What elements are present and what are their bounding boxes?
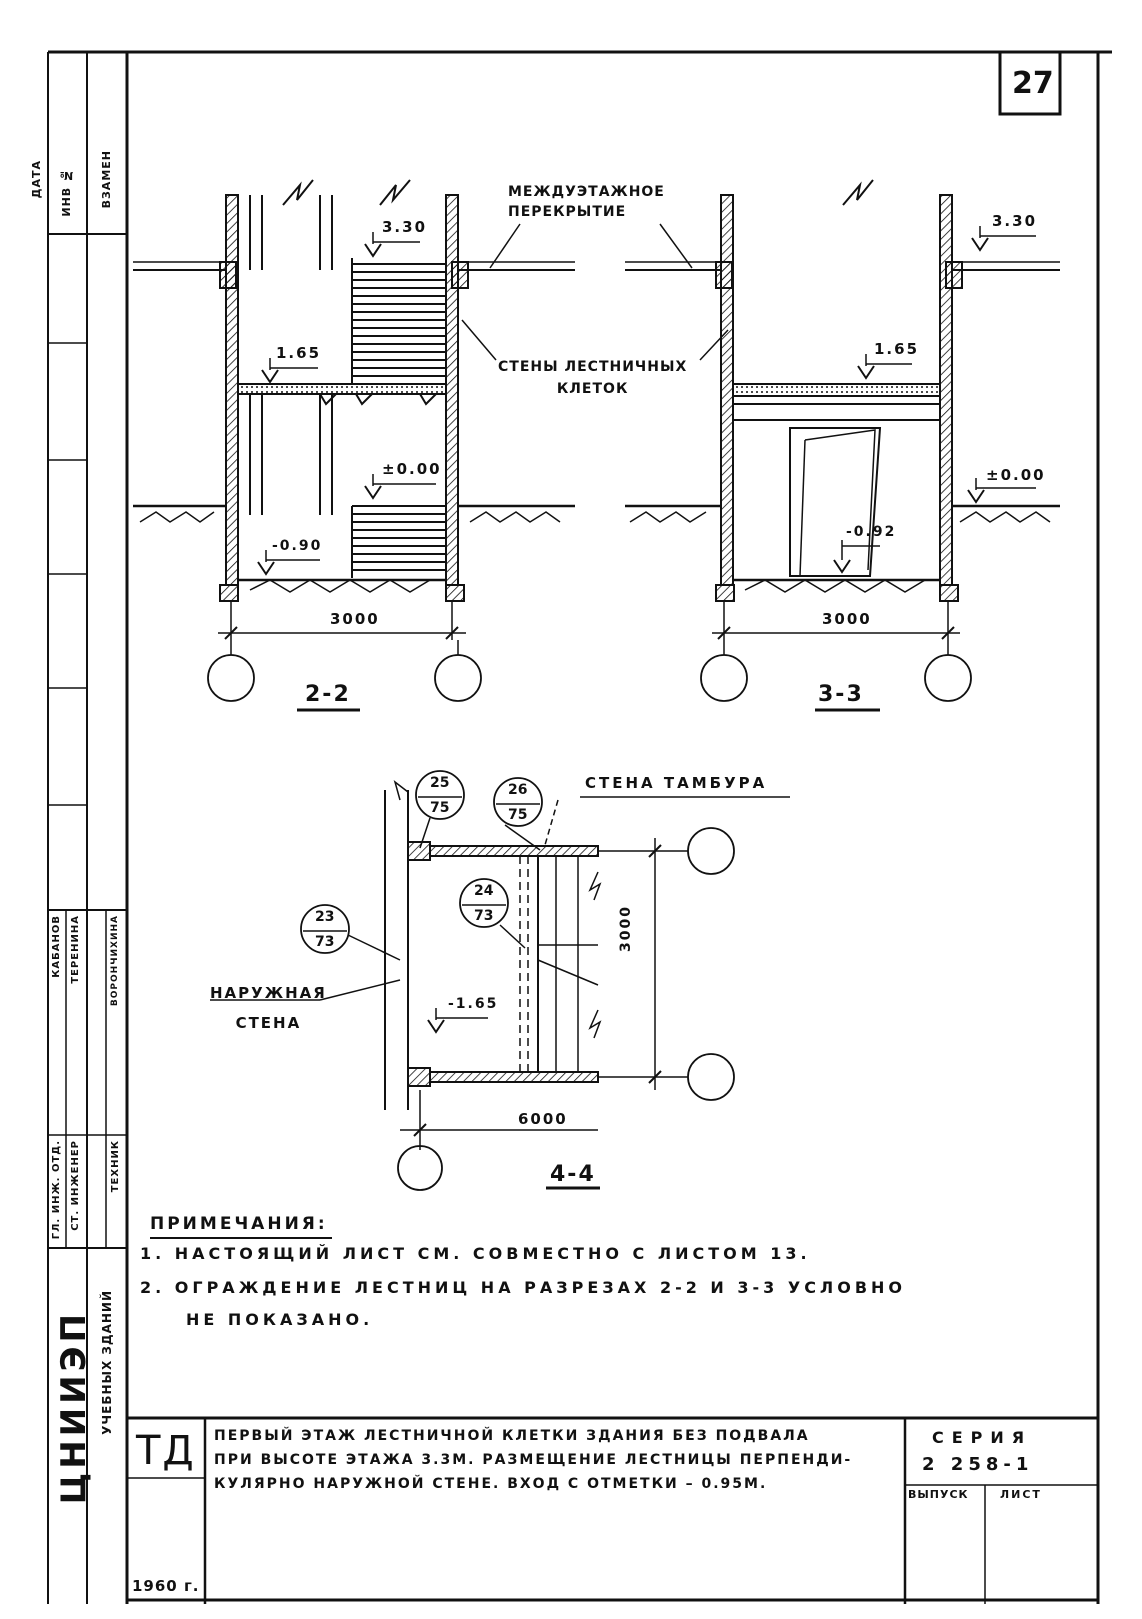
callout-outer-wall: НАРУЖНАЯ СТЕНА [210,984,327,1032]
title-block-description-line-1: ПЕРВЫЙ ЭТАЖ ЛЕСТНИЧНОЙ КЛЕТКИ ЗДАНИЯ БЕЗ… [214,1428,810,1444]
sheet-frame [47,50,1112,1604]
section-2-2-level-mid: 1.65 [276,344,322,362]
title-block-year: 1960 г. [132,1577,200,1595]
title-block-issue-label: ВЫПУСК [908,1488,969,1501]
stamp-name-senior-engineer: ТЕРЕНИНА [70,915,81,984]
title-block-description-line-2: ПРИ ВЫСОТЕ ЭТАЖА 3.3М. РАЗМЕЩЕНИЕ ЛЕСТНИ… [214,1452,853,1468]
section-2-2-title: 2-2 [305,682,351,707]
section-2-2-level-ground: ±0.00 [382,460,442,478]
section-3-3-level-ground: ±0.00 [986,466,1046,484]
section-3-3-title: 3-3 [818,682,864,707]
stamp-role-technician: ТЕХНИК [110,1140,121,1193]
section-3-3-drawing [625,179,1060,712]
node-ref-24-bottom: 73 [474,908,494,924]
stamp-replaces-label: ВЗАМЕН [100,150,113,209]
title-block-grid [127,1416,1098,1604]
section-2-2-level-top: 3.30 [382,218,428,236]
plan-4-4-dim-vertical: 3000 [618,905,634,952]
stamp-role-chief-engineer: ГЛ. ИНЖ. ОТД. [51,1140,62,1240]
note-item-1: 1. НАСТОЯЩИЙ ЛИСТ СМ. СОВМЕСТНО С ЛИСТОМ… [140,1244,811,1263]
plan-4-4-dim-horizontal: 6000 [518,1110,568,1128]
title-block-logo: ТД [136,1428,196,1474]
title-block-series-label: СЕРИЯ [932,1428,1033,1447]
section-3-3-level-top: 3.30 [992,212,1038,230]
node-ref-26-bottom: 75 [508,807,528,823]
section-3-3-level-bottom: -0.92 [846,524,897,540]
stamp-name-chief-engineer: КАБАНОВ [51,915,62,978]
note-item-2-cont: НЕ ПОКАЗАНО. [186,1310,374,1329]
title-block-sheet-label: ЛИСТ [1000,1488,1042,1501]
title-block-description-line-3: КУЛЯРНО НАРУЖНОЙ СТЕНЕ. ВХОД С ОТМЕТКИ –… [214,1476,768,1492]
callout-floor-slab: МЕЖДУЭТАЖНОЕ ПЕРЕКРЫТИЕ [508,184,665,220]
section-3-3-dimension: 3000 [822,610,872,628]
stamp-inventory-label: ИНВ № [60,168,73,217]
callout-vestibule-wall: СТЕНА ТАМБУРА [585,774,768,792]
plan-4-4-title: 4-4 [550,1162,596,1187]
notes-heading: ПРИМЕЧАНИЯ: [150,1214,328,1234]
note-item-2: 2. ОГРАЖДЕНИЕ ЛЕСТНИЦ НА РАЗРЕЗАХ 2-2 И … [140,1278,907,1297]
org-name: ЦНИИЭП [54,1310,94,1505]
section-2-2-dimension: 3000 [330,610,380,628]
section-2-2-level-bottom: -0.90 [272,538,323,554]
sheet-number-box [998,50,1062,116]
stamp-name-technician: ВОРОНЧИХИНА [110,915,120,1007]
plan-4-4-level: -1.65 [448,996,499,1012]
section-3-3-level-mid: 1.65 [874,340,920,358]
title-block-series-number: 2 258-1 [922,1454,1034,1475]
callout-leaders [461,223,729,361]
stamp-role-senior-engineer: СТ. ИНЖЕНЕР [70,1140,81,1231]
node-ref-23-bottom: 73 [315,934,335,950]
plan-4-4-drawing [210,770,790,1191]
stamp-date-label: ДАТА [30,160,43,199]
node-ref-24-top: 24 [474,883,494,899]
node-ref-23-top: 23 [315,909,335,925]
node-ref-26-top: 26 [508,782,528,798]
sheet-number: 27 [1012,66,1054,101]
node-ref-25-top: 25 [430,775,450,791]
node-ref-25-bottom: 75 [430,800,450,816]
org-subtitle: УЧЕБНЫХ ЗДАНИЙ [100,1290,114,1435]
section-2-2-drawing [133,179,575,712]
callout-stair-walls: СТЕНЫ ЛЕСТНИЧНЫХ КЛЕТОК [498,359,688,397]
